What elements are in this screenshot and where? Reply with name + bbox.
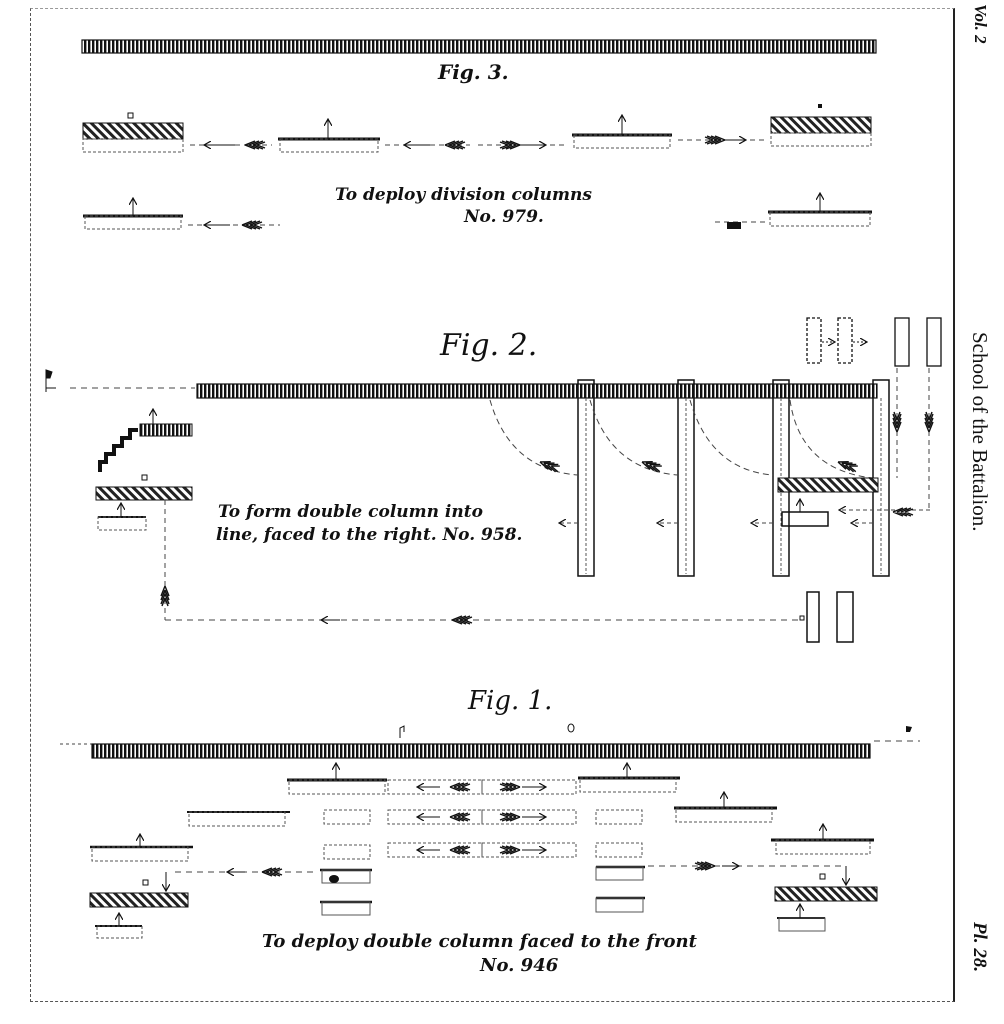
fig1-caption-line2: No. 946 [480,955,559,976]
fig3-battalion-line [81,39,877,54]
plate-border [30,8,955,1002]
fig3-caption-line2: No. 979. [464,207,544,227]
fig1-diagram [60,723,920,939]
fig1-caption-line1: To deploy double column faced to the fro… [262,931,697,952]
fig3-diagram [81,39,877,230]
fig3-company-hatched [82,122,184,140]
fig2-caption-line2: line, faced to the right. No. 958. [216,525,523,545]
fig1-title: Fig. 1. [468,686,553,716]
fig2-battalion-line [196,383,878,399]
fig3-company-hatched-right [770,116,872,134]
fig3-caption-line1: To deploy division columns [335,185,592,205]
fig2-company-hatched [95,486,193,501]
fig1-battalion-line [91,743,871,759]
fig2-front-company [777,477,879,493]
fig2-caption-line1: To form double column into [218,502,483,522]
fig1-company-hatched-right [774,886,878,902]
fig3-title: Fig. 3. [438,60,509,84]
fig2-diagram [45,317,942,643]
fig1-company-hatched-left [89,892,189,908]
fig2-title: Fig. 2. [440,328,538,363]
